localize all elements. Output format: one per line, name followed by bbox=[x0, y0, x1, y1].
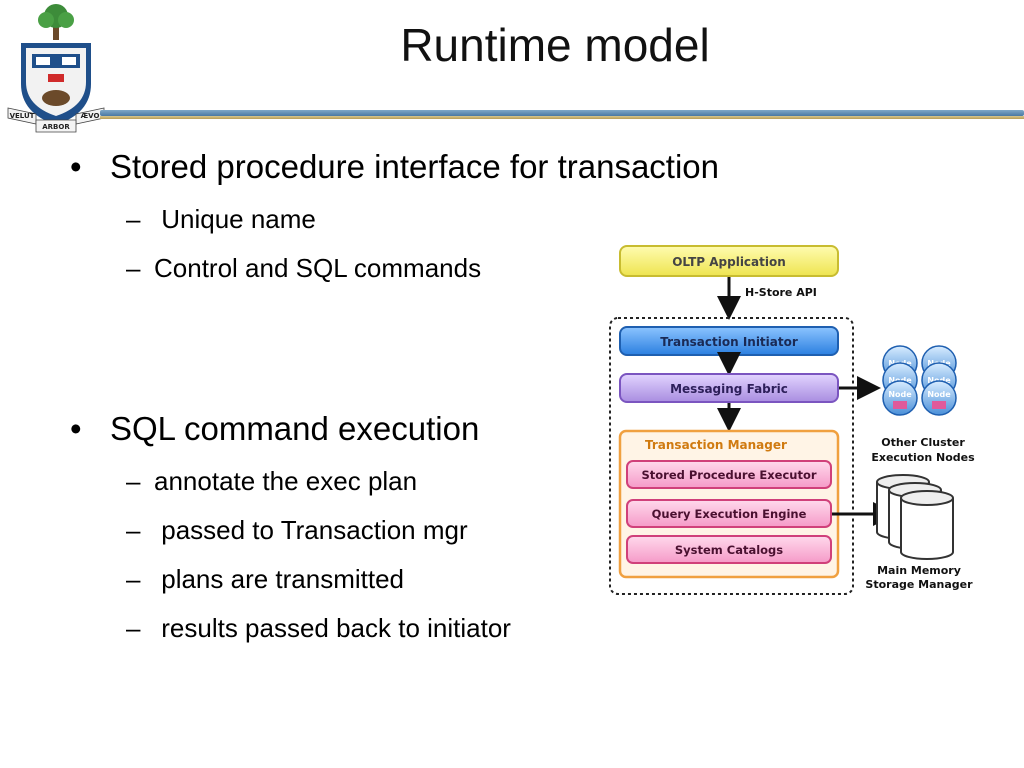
svg-text:Messaging Fabric: Messaging Fabric bbox=[670, 382, 788, 396]
svg-text:OLTP Application: OLTP Application bbox=[672, 255, 786, 269]
svg-text:System Catalogs: System Catalogs bbox=[675, 543, 783, 557]
oltp-application-box: OLTP Application bbox=[619, 245, 839, 277]
cluster-nodes-group: Node Node Node Node Node Node bbox=[871, 345, 975, 464]
cluster-node: Node bbox=[882, 380, 918, 416]
svg-text:Transaction Manager: Transaction Manager bbox=[645, 438, 787, 452]
bullet-text: Stored procedure interface for transacti… bbox=[110, 148, 720, 185]
sub-bullet-item: – results passed back to initiator bbox=[126, 613, 511, 643]
title-divider bbox=[100, 110, 1024, 119]
bullet-text: SQL command execution bbox=[110, 410, 480, 447]
sub-bullet-text: passed to Transaction mgr bbox=[161, 515, 468, 545]
slide-title: Runtime model bbox=[400, 19, 710, 71]
other-cluster-label-1: Other Cluster bbox=[881, 436, 965, 449]
sub-bullet-text: annotate the exec plan bbox=[154, 466, 418, 496]
motto-bottom: ARBOR bbox=[42, 123, 70, 131]
sub-bullet-item: – Unique name bbox=[126, 204, 316, 234]
motto-right: ÆVO bbox=[81, 112, 100, 120]
svg-text:Node: Node bbox=[888, 390, 912, 399]
sub-bullet-item: – plans are transmitted bbox=[126, 564, 405, 594]
node-boundary bbox=[609, 317, 854, 595]
hstore-api-label: H-Store API bbox=[745, 286, 817, 299]
main-memory-label-2: Storage Manager bbox=[865, 578, 973, 591]
system-catalogs-box: System Catalogs bbox=[626, 535, 832, 564]
motto-left: VELUT bbox=[10, 112, 35, 120]
stored-procedure-executor-box: Stored Procedure Executor bbox=[626, 460, 832, 489]
sub-bullet-item: –Control and SQL commands bbox=[126, 253, 482, 283]
sub-bullet-text: Unique name bbox=[161, 204, 316, 234]
sub-bullet-text: plans are transmitted bbox=[161, 564, 405, 594]
svg-text:Stored Procedure Executor: Stored Procedure Executor bbox=[641, 468, 816, 482]
bullet-item: •SQL command execution bbox=[70, 410, 480, 447]
storage-cylinders-icon bbox=[876, 474, 954, 560]
transaction-initiator-box: Transaction Initiator bbox=[619, 326, 839, 356]
main-memory-label-1: Main Memory bbox=[877, 564, 961, 577]
messaging-fabric-box: Messaging Fabric bbox=[619, 373, 839, 403]
sub-bullet-text: Control and SQL commands bbox=[154, 253, 482, 283]
svg-text:Transaction Initiator: Transaction Initiator bbox=[660, 335, 798, 349]
svg-text:Node: Node bbox=[927, 390, 951, 399]
university-crest-logo: VELUT ÆVO ARBOR bbox=[6, 2, 106, 143]
hstore-architecture-diagram: OLTP Application H-Store API Transaction… bbox=[605, 238, 985, 608]
svg-text:Query Execution Engine: Query Execution Engine bbox=[652, 507, 807, 521]
other-cluster-label-2: Execution Nodes bbox=[871, 451, 975, 464]
cluster-node: Node bbox=[921, 380, 957, 416]
bullet-item: •Stored procedure interface for transact… bbox=[70, 148, 720, 185]
sub-bullet-item: – passed to Transaction mgr bbox=[126, 515, 468, 545]
sub-bullet-text: results passed back to initiator bbox=[161, 613, 511, 643]
sub-bullet-item: –annotate the exec plan bbox=[126, 466, 418, 496]
query-execution-engine-box: Query Execution Engine bbox=[626, 499, 832, 528]
